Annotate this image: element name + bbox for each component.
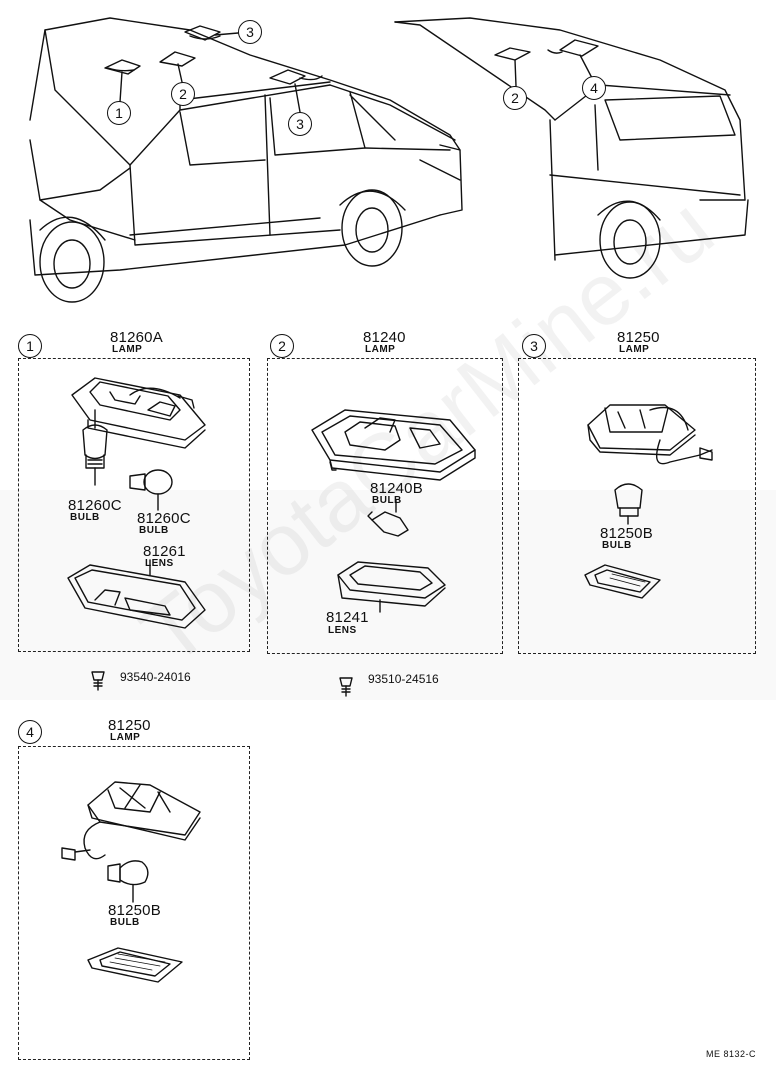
panel-2-drawings <box>311 409 476 613</box>
p2-bulb-label: BULB <box>372 495 402 506</box>
panel-3-drawings <box>584 404 713 599</box>
callout-3-sedan-top: 3 <box>238 20 262 44</box>
p2-lens-number: 81241 <box>326 609 369 626</box>
screw-icons <box>91 671 353 697</box>
p2-bulb-number: 81240B <box>370 480 423 497</box>
callout-2-wagon: 2 <box>503 86 527 110</box>
screw-2-number: 93510-24516 <box>368 672 439 686</box>
p1-bulb2-number: 81260C <box>137 510 191 527</box>
callout-1-panel: 1 <box>18 334 42 358</box>
p4-bulb-number: 81250B <box>108 902 161 919</box>
p3-lamp-label: LAMP <box>619 344 650 355</box>
p2-lamp-label: LAMP <box>365 344 396 355</box>
p1-lamp-number: 81260A <box>110 329 163 346</box>
p3-bulb-number: 81250B <box>600 525 653 542</box>
panel-4-box <box>18 746 250 1060</box>
p4-lamp-label: LAMP <box>110 732 141 743</box>
p1-bulb2-label: BULB <box>139 525 169 536</box>
callout-3-sedan: 3 <box>288 112 312 136</box>
panel-1-drawings <box>67 377 206 629</box>
callout-1-sedan: 1 <box>107 101 131 125</box>
callout-4-panel: 4 <box>18 720 42 744</box>
p3-bulb-label: BULB <box>602 540 632 551</box>
p2-lamp-number: 81240 <box>363 329 406 346</box>
p4-lamp-number: 81250 <box>108 717 151 734</box>
panel-2-box <box>267 358 503 654</box>
p3-lamp-number: 81250 <box>617 329 660 346</box>
panel-1-box <box>18 358 250 652</box>
callout-3-panel: 3 <box>522 334 546 358</box>
p1-lens-number: 81261 <box>143 543 186 560</box>
screw-1-number: 93540-24016 <box>120 670 191 684</box>
sedan-illustration <box>29 17 463 303</box>
footer-code: ME 8132-C <box>706 1049 757 1059</box>
p1-bulb1-label: BULB <box>70 512 100 523</box>
p1-lens-label: LENS <box>145 558 174 569</box>
p4-bulb-label: BULB <box>110 917 140 928</box>
panel-3-box <box>518 358 756 654</box>
callout-4-wagon: 4 <box>582 76 606 100</box>
panel-4-drawings <box>61 781 201 983</box>
callout-2-sedan: 2 <box>171 82 195 106</box>
p1-bulb1-number: 81260C <box>68 497 122 514</box>
p1-lamp-label: LAMP <box>112 344 143 355</box>
wagon-illustration <box>394 17 749 279</box>
callout-2-panel: 2 <box>270 334 294 358</box>
p2-lens-label: LENS <box>328 625 357 636</box>
